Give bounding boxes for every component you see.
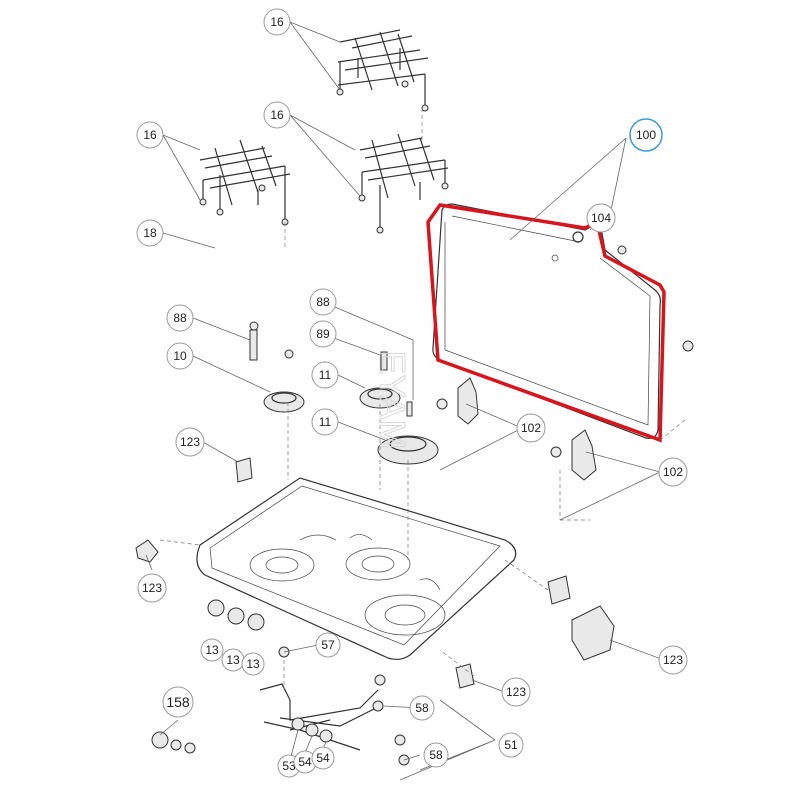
callout-label: 58 xyxy=(429,748,443,762)
pan-support-right[interactable] xyxy=(358,133,449,234)
callout-88-left[interactable]: 88 xyxy=(166,304,194,332)
callout-label: 123 xyxy=(506,685,526,699)
callout-123-left[interactable]: 123 xyxy=(137,573,167,603)
callout-54-left[interactable]: 54 xyxy=(293,750,317,774)
callout-11-upper[interactable]: 11 xyxy=(311,361,339,389)
callout-10[interactable]: 10 xyxy=(166,342,194,370)
callout-label: 57 xyxy=(321,638,335,652)
burner-10[interactable] xyxy=(263,391,305,413)
callout-label: 13 xyxy=(226,653,240,667)
callout-13-left[interactable]: 13 xyxy=(200,638,224,662)
lid-screw-right xyxy=(682,340,694,352)
callout-label: 16 xyxy=(270,108,284,122)
callout-123-right[interactable]: 123 xyxy=(658,645,688,675)
callout-label: 53 xyxy=(282,759,296,773)
callout-label: 158 xyxy=(166,694,190,710)
gas-manifold[interactable] xyxy=(259,646,410,766)
hob-tray[interactable] xyxy=(196,477,517,661)
injector-88-left[interactable] xyxy=(249,321,259,361)
callout-57[interactable]: 57 xyxy=(315,632,341,658)
callout-label: 11 xyxy=(319,415,332,429)
callout-label: 100 xyxy=(636,128,656,142)
lid-screw-104 xyxy=(617,245,627,255)
bracket-123-top[interactable] xyxy=(235,457,253,483)
gas-inlet-158[interactable] xyxy=(151,731,196,754)
callout-label: 123 xyxy=(663,653,683,667)
callout-16-left[interactable]: 16 xyxy=(136,121,164,149)
callout-label: 51 xyxy=(504,738,518,752)
callout-100[interactable]: 100 xyxy=(629,118,663,152)
callout-102-lower[interactable]: 102 xyxy=(658,457,688,487)
callout-label: 10 xyxy=(173,349,187,363)
callout-158[interactable]: 158 xyxy=(162,686,194,718)
knob-13-middle[interactable] xyxy=(227,607,245,625)
injector-small xyxy=(284,349,294,359)
knob-13-right[interactable] xyxy=(247,613,265,631)
callout-label: 18 xyxy=(143,226,157,240)
watermark: EYAM xyxy=(372,350,413,449)
callout-88-right[interactable]: 88 xyxy=(309,288,337,316)
leader-lines xyxy=(145,21,665,781)
callout-18[interactable]: 18 xyxy=(136,219,164,247)
callout-label: 16 xyxy=(270,15,284,29)
callout-16-top[interactable]: 16 xyxy=(263,8,291,36)
callout-label: 13 xyxy=(205,643,219,657)
callout-label: 54 xyxy=(298,755,312,769)
knob-13-left[interactable] xyxy=(207,599,225,617)
callout-label: 11 xyxy=(319,368,332,382)
callout-51[interactable]: 51 xyxy=(498,732,524,758)
pan-support-left[interactable] xyxy=(199,139,291,226)
bracket-123-right-small[interactable] xyxy=(547,575,571,605)
callout-label: 16 xyxy=(143,128,157,142)
callout-label: 89 xyxy=(316,327,330,341)
bracket-123-right-large[interactable] xyxy=(571,605,615,661)
callout-13-middle[interactable]: 13 xyxy=(221,648,245,672)
callout-label: 58 xyxy=(415,701,429,715)
callout-label: 54 xyxy=(316,751,330,765)
callout-label: 123 xyxy=(180,435,200,449)
bracket-123-left[interactable] xyxy=(135,539,159,563)
callout-label: 13 xyxy=(246,657,260,671)
callout-123-bottom[interactable]: 123 xyxy=(501,677,531,707)
callout-label: 102 xyxy=(521,421,541,435)
hinge-upper[interactable] xyxy=(436,377,479,425)
callout-58-lower[interactable]: 58 xyxy=(423,742,449,768)
callout-label: 123 xyxy=(142,581,162,595)
callout-104[interactable]: 104 xyxy=(586,203,616,233)
callout-54-right[interactable]: 54 xyxy=(311,746,335,770)
callout-label: 88 xyxy=(316,295,330,309)
callout-11-lower[interactable]: 11 xyxy=(311,408,339,436)
injector-88-right xyxy=(406,401,413,417)
callout-58-upper[interactable]: 58 xyxy=(409,695,435,721)
pan-support-top[interactable] xyxy=(336,29,429,112)
callout-label: 88 xyxy=(173,311,187,325)
bracket-123-bottom[interactable] xyxy=(455,663,475,689)
burner-11-upper[interactable] xyxy=(359,387,401,409)
hinge-lower[interactable] xyxy=(550,429,597,481)
callout-123-top[interactable]: 123 xyxy=(175,427,205,457)
callout-16-mid[interactable]: 16 xyxy=(263,101,291,129)
callout-13-right[interactable]: 13 xyxy=(241,652,265,676)
callout-label: 102 xyxy=(663,465,683,479)
callout-89[interactable]: 89 xyxy=(309,320,337,348)
callout-label: 104 xyxy=(591,211,611,225)
injector-89[interactable] xyxy=(380,351,388,371)
callout-102-upper[interactable]: 102 xyxy=(516,413,546,443)
